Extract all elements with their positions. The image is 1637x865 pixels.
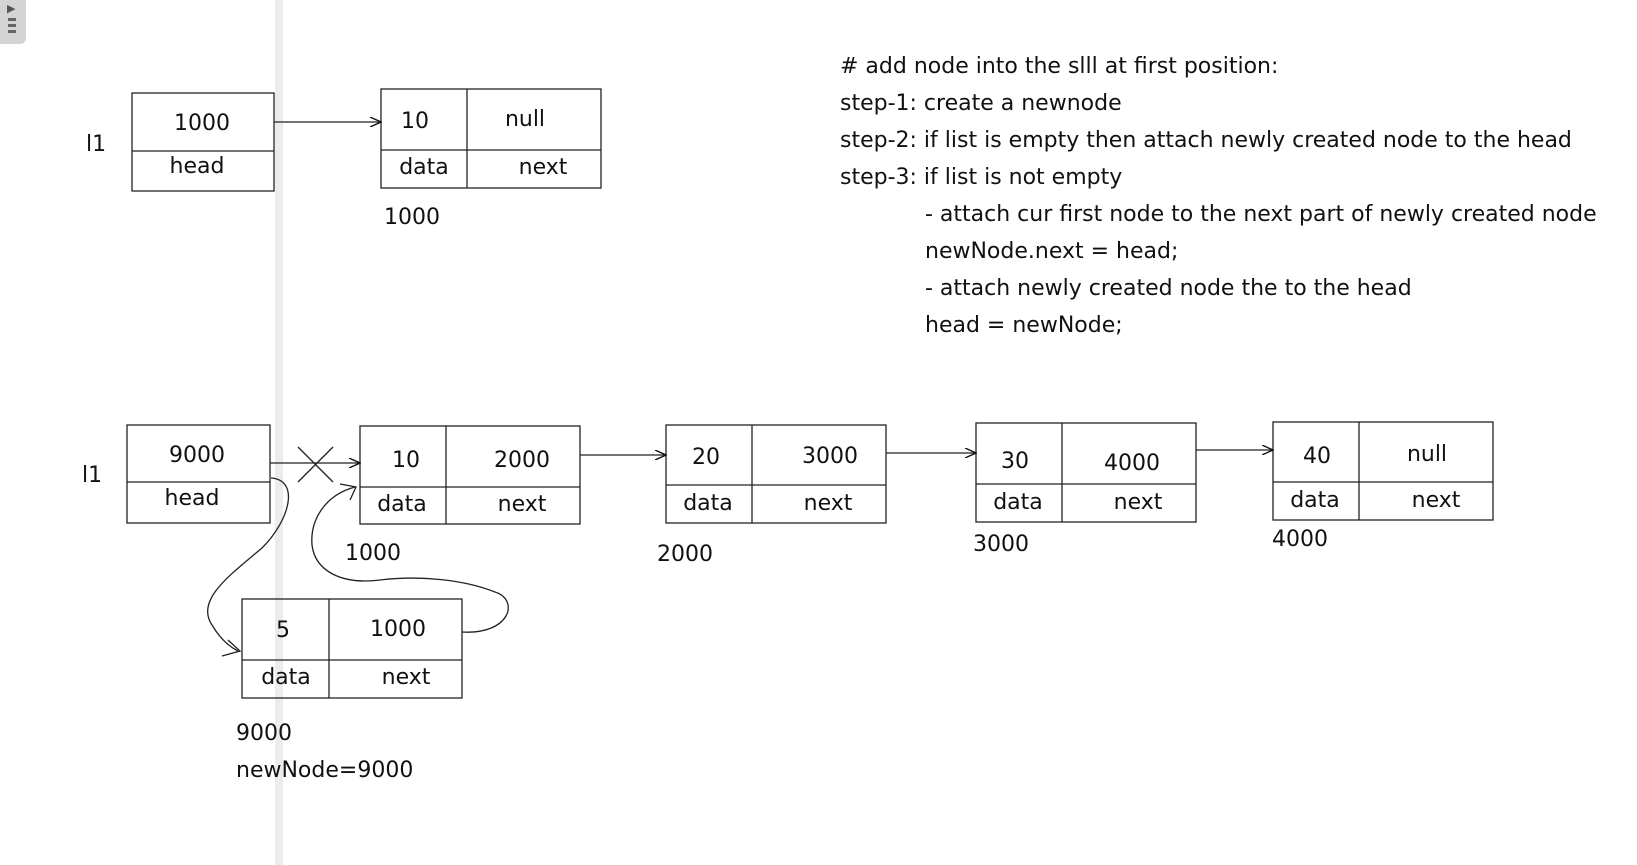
node-2000-data: 20 [692, 445, 720, 470]
node-4000-data-label: data [1290, 488, 1340, 513]
top-node-next-value: null [504, 107, 546, 132]
new-node-data: 5 [276, 618, 290, 643]
bottom-head-label: head [164, 486, 220, 511]
expand-arrow-icon: ▶ [7, 2, 16, 15]
top-head-value: 1000 [174, 111, 230, 136]
newnode-to-node1000-curve [311, 486, 509, 633]
node-2000-address: 2000 [657, 542, 713, 567]
node-3000-box [975, 422, 1197, 523]
algorithm-notes: # add node into the slll at first positi… [840, 48, 1597, 344]
menu-icon [8, 18, 16, 36]
node-1000-box [359, 425, 581, 525]
node-1000-next-label: next [497, 492, 547, 517]
node-1000-data-label: data [377, 492, 427, 517]
new-node-address: 9000 [236, 721, 292, 746]
top-node-address: 1000 [384, 205, 440, 230]
new-node-next: 1000 [370, 617, 426, 642]
node-3000-next-label: next [1113, 490, 1163, 515]
bottom-list-label: l1 [82, 463, 103, 488]
node-3000-data-label: data [993, 490, 1043, 515]
bottom-head-value: 9000 [169, 443, 225, 468]
notes-code-2: head = newNode; [925, 313, 1123, 338]
notes-step-1: step-1: create a newnode [840, 91, 1122, 116]
node-1000-next: 2000 [494, 448, 550, 473]
top-node-data-value: 10 [401, 109, 429, 134]
page-divider-strip [275, 0, 283, 865]
notes-code-1: newNode.next = head; [925, 239, 1179, 264]
node-3000-address: 3000 [973, 532, 1029, 557]
cross-mark-b [297, 446, 334, 483]
notes-substep-1: - attach cur first node to the next part… [925, 202, 1597, 227]
new-node-box [241, 598, 463, 699]
new-node-next-label: next [381, 665, 431, 690]
panel-toggle-widget[interactable]: ▶ [0, 0, 26, 44]
node-1000-data: 10 [392, 448, 420, 473]
node-2000-next: 3000 [802, 444, 858, 469]
top-node-box [380, 88, 602, 189]
node-4000-next: null [1406, 442, 1448, 467]
bottom-head-box [126, 424, 271, 524]
node-4000-address: 4000 [1272, 527, 1328, 552]
node-2000-box [665, 424, 887, 524]
notes-title: # add node into the slll at first positi… [840, 54, 1279, 79]
node-4000-data: 40 [1303, 444, 1331, 469]
newnode-to-node1000-arrowhead [339, 483, 357, 501]
node-4000-next-label: next [1411, 488, 1461, 513]
top-node-data-label: data [399, 155, 449, 180]
head-to-newnode-curve [206, 477, 289, 652]
top-head-label: head [169, 154, 225, 179]
new-node-caption: newNode=9000 [236, 758, 414, 783]
notes-step-3: step-3: if list is not empty [840, 165, 1123, 190]
node-1000-address: 1000 [345, 541, 401, 566]
node-4000-box [1272, 421, 1494, 521]
node-2000-next-label: next [803, 491, 853, 516]
top-list-label: l1 [86, 132, 107, 157]
node-2000-data-label: data [683, 491, 733, 516]
notes-step-2: step-2: if list is empty then attach new… [840, 128, 1572, 153]
notes-substep-2: - attach newly created node the to the h… [925, 276, 1412, 301]
top-head-box [131, 92, 275, 192]
top-node-next-label: next [518, 155, 568, 180]
new-node-data-label: data [261, 665, 311, 690]
node-3000-next: 4000 [1104, 451, 1160, 476]
head-to-newnode-arrowhead [221, 639, 242, 657]
node-3000-data: 30 [1001, 449, 1029, 474]
